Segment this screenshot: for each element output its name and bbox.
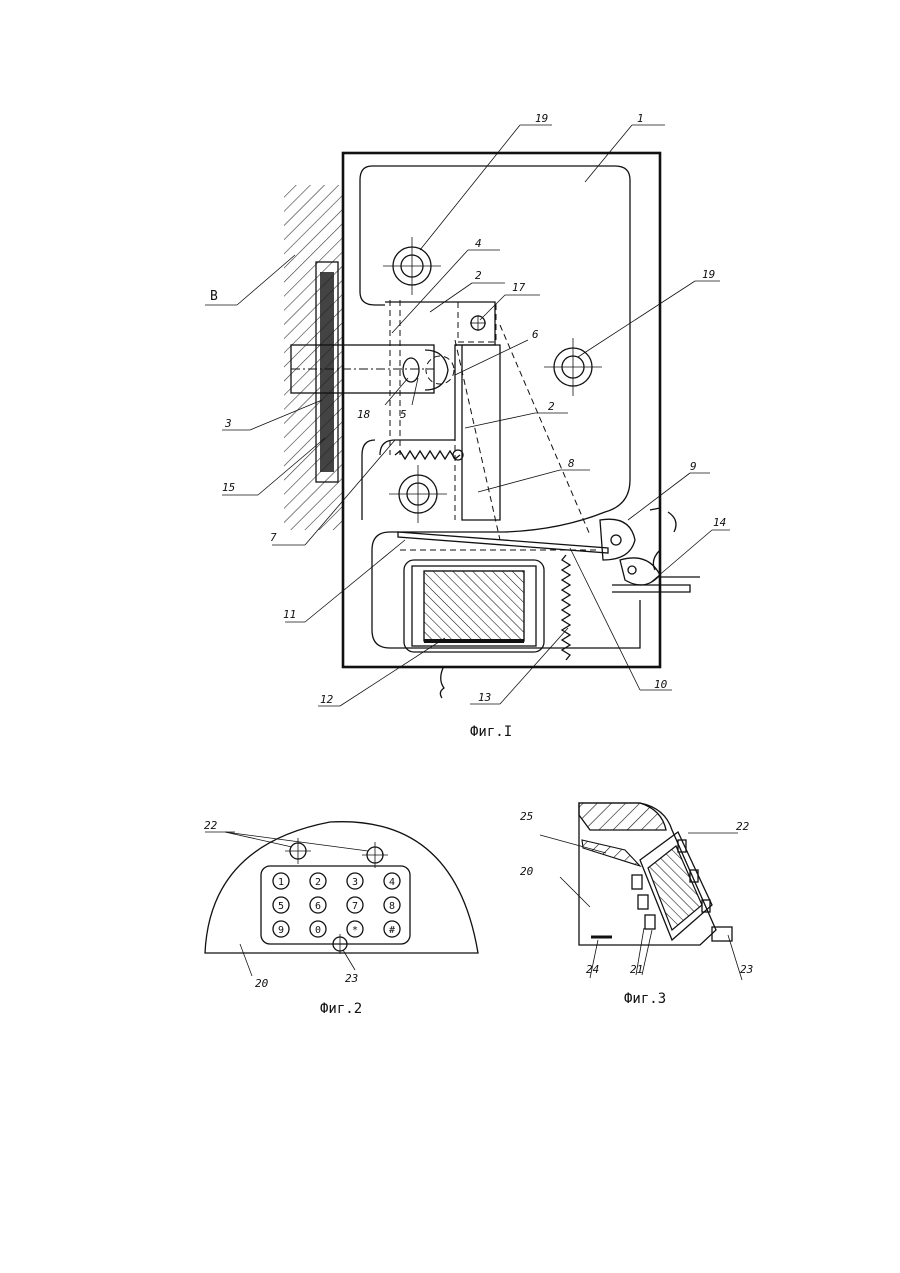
label-24: 24 (586, 963, 599, 976)
keypad-key-label: 9 (278, 925, 284, 936)
keypad-key: 1 (273, 873, 289, 889)
label-4: 4 (475, 237, 482, 250)
led-22-right (362, 842, 388, 868)
label-6: 6 (532, 328, 539, 341)
label-B: В (210, 289, 218, 304)
caption-fig2: Фиг.2 (320, 1001, 362, 1017)
electromagnet-coil (404, 560, 544, 652)
keypad-key: # (384, 921, 400, 937)
cam-19-top (383, 237, 441, 295)
keypad-key: 5 (273, 897, 289, 913)
slanted-keypad (632, 832, 732, 941)
label-10: 10 (654, 678, 668, 691)
keypad-key-label: 7 (352, 901, 358, 912)
keypad-key: * (347, 921, 363, 937)
label-14: 14 (713, 516, 726, 529)
label-8: 8 (568, 457, 575, 470)
keypad-key-label: 5 (278, 901, 284, 912)
label-3: 3 (224, 417, 232, 430)
label-19b: 19 (702, 268, 715, 281)
keypad-key: 6 (310, 897, 326, 913)
label-7: 7 (270, 531, 277, 544)
label-12: 12 (320, 693, 334, 706)
keypad-housing (205, 822, 478, 953)
label-1: 1 (637, 112, 644, 125)
trigger-pivot (600, 508, 700, 592)
keypad-key: 0 (310, 921, 326, 937)
figure-1: 19 1 4 2 17 6 19 2 8 9 14 10 11 12 13 7 … (205, 112, 730, 740)
keypad-key-label: 0 (315, 925, 321, 936)
keypad-key-label: 6 (315, 901, 321, 912)
label-22-fig2: 22 (204, 819, 218, 832)
keypad-key-label: 8 (389, 901, 395, 912)
label-21: 21 (630, 963, 643, 976)
figure-3: 25 20 22 23 24 21 Фиг.3 (520, 803, 753, 1007)
caption-fig1: Фиг.I (470, 724, 512, 740)
label-15: 15 (222, 481, 235, 494)
label-20-fig3: 20 (520, 865, 534, 878)
label-18: 18 (357, 408, 371, 421)
keypad-key: 8 (384, 897, 400, 913)
keypad-key-label: 4 (389, 877, 395, 888)
label-11: 11 (283, 608, 296, 621)
wall-hatching (284, 185, 344, 530)
label-23-fig2: 23 (345, 972, 358, 985)
keypad-key: 3 (347, 873, 363, 889)
spring-7 (395, 451, 460, 459)
label-2a: 2 (475, 269, 482, 282)
label-9: 9 (690, 460, 697, 473)
label-22-fig3: 22 (736, 820, 750, 833)
label-20-fig2: 20 (255, 977, 269, 990)
figure-2: 1234567890*# 22 20 23 Фиг.2 (204, 819, 478, 1017)
keypad-key: 7 (347, 897, 363, 913)
caption-fig3: Фиг.3 (624, 991, 666, 1007)
keypad-key-label: * (352, 925, 358, 936)
keypad-keys: 1 2 3 4 5 6 7 8 9 0 * # (273, 873, 400, 937)
label-19a: 19 (535, 112, 548, 125)
keypad-key-label: 2 (315, 877, 321, 888)
label-5: 5 (400, 408, 407, 421)
keypad-key-label: 3 (352, 877, 358, 888)
keypad-key: 9 (273, 921, 289, 937)
label-17: 17 (512, 281, 526, 294)
label-13: 13 (478, 691, 491, 704)
sensor-23 (330, 934, 350, 954)
keypad-key-label: # (389, 925, 395, 936)
spring-13 (562, 555, 570, 660)
label-25: 25 (520, 810, 533, 823)
label-2b: 2 (548, 400, 555, 413)
keypad-key: 2 (310, 873, 326, 889)
cam-19-bottom (389, 465, 447, 523)
keypad-key: 4 (384, 873, 400, 889)
keypad-key-label: 1 (278, 877, 284, 888)
label-23-fig3: 23 (740, 963, 753, 976)
